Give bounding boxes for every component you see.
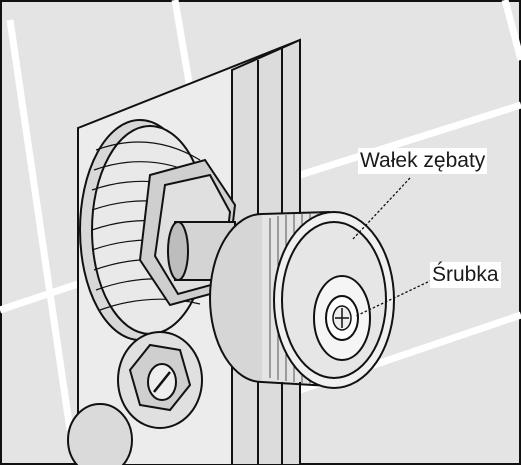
label-toothed-shaft: Wałek zębaty [358, 148, 488, 174]
label-screw: Śrubka [430, 262, 501, 288]
leader-toothed-shaft [351, 177, 411, 241]
screw-head [332, 305, 352, 331]
leader-screw [355, 279, 433, 317]
lower-fittings [67, 331, 203, 465]
leader-lines [351, 177, 433, 317]
knurled-cap [209, 211, 395, 389]
